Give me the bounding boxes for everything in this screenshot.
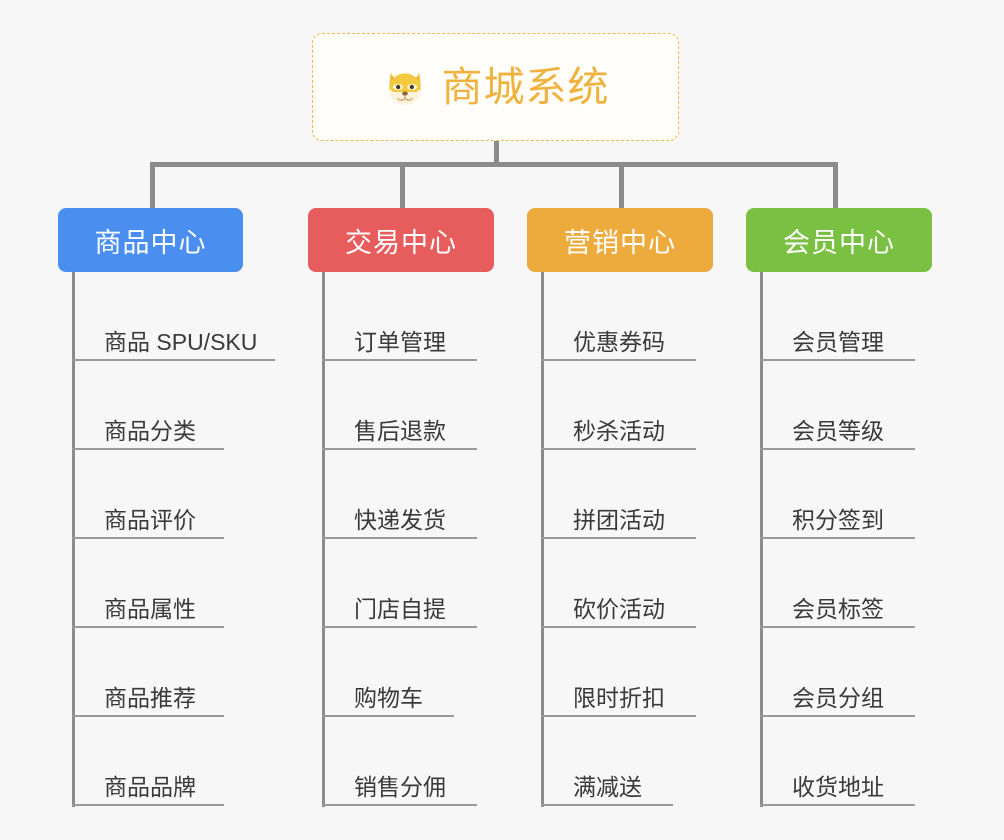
connector-drop-marketing-center — [619, 162, 624, 209]
leaf-item[interactable]: 会员标签 — [760, 539, 915, 628]
spine-trade-center — [322, 272, 325, 807]
category-box-marketing-center[interactable]: 营销中心 — [527, 208, 713, 272]
category-label: 交易中心 — [345, 227, 457, 258]
leaf-label: 限时折扣 — [573, 684, 665, 711]
root-node-shop-system[interactable]: 商城系统 — [312, 33, 679, 141]
leaf-item[interactable]: 商品推荐 — [72, 628, 224, 717]
leaf-label: 秒杀活动 — [573, 417, 665, 444]
leaf-label: 收货地址 — [792, 773, 884, 800]
category-box-trade-center[interactable]: 交易中心 — [308, 208, 494, 272]
leaf-label: 积分签到 — [792, 506, 884, 533]
leaf-label: 商品属性 — [104, 595, 196, 622]
leaf-label: 商品评价 — [104, 506, 196, 533]
leaf-list-product-center: 商品 SPU/SKU 商品分类 商品评价 商品属性 商品推荐 商品品牌 — [72, 272, 275, 806]
leaf-list-member-center: 会员管理 会员等级 积分签到 会员标签 会员分组 收货地址 — [760, 272, 915, 806]
leaf-item[interactable]: 秒杀活动 — [541, 361, 696, 450]
leaf-item[interactable]: 限时折扣 — [541, 628, 696, 717]
leaf-list-trade-center: 订单管理 售后退款 快递发货 门店自提 购物车 销售分佣 — [322, 272, 477, 806]
leaf-label: 商品品牌 — [104, 773, 196, 800]
leaf-item[interactable]: 拼团活动 — [541, 450, 696, 539]
branch-column-marketing-center: 营销中心 优惠券码 秒杀活动 拼团活动 砍价活动 限时折扣 满减送 — [527, 208, 713, 807]
category-box-product-center[interactable]: 商品中心 — [58, 208, 243, 272]
root-title: 商城系统 — [441, 63, 610, 110]
leaf-item[interactable]: 会员等级 — [760, 361, 915, 450]
shiba-dog-face-icon — [382, 64, 428, 110]
leaf-label: 会员分组 — [792, 684, 884, 711]
spine-member-center — [760, 272, 763, 807]
connector-horizontal-bus — [150, 162, 838, 167]
leaf-label: 满减送 — [573, 773, 642, 800]
connector-drop-product-center — [150, 162, 155, 209]
leaf-item[interactable]: 商品分类 — [72, 361, 224, 450]
category-label: 营销中心 — [564, 227, 676, 258]
leaf-label: 商品分类 — [104, 417, 196, 444]
branch-column-trade-center: 交易中心 订单管理 售后退款 快递发货 门店自提 购物车 销售分佣 — [308, 208, 494, 807]
leaf-label: 商品推荐 — [104, 684, 196, 711]
branch-column-product-center: 商品中心 商品 SPU/SKU 商品分类 商品评价 商品属性 商品推荐 商品品牌 — [58, 208, 275, 807]
leaf-item[interactable]: 购物车 — [322, 628, 454, 717]
leaf-label: 会员管理 — [792, 328, 884, 355]
leaf-label: 订单管理 — [354, 328, 446, 355]
leaf-item[interactable]: 商品品牌 — [72, 717, 224, 806]
branch-column-member-center: 会员中心 会员管理 会员等级 积分签到 会员标签 会员分组 收货地址 — [746, 208, 932, 807]
leaf-item[interactable]: 收货地址 — [760, 717, 915, 806]
spine-marketing-center — [541, 272, 544, 807]
leaf-label: 拼团活动 — [573, 506, 665, 533]
connector-root-trunk — [494, 141, 499, 165]
leaf-item[interactable]: 销售分佣 — [322, 717, 477, 806]
leaf-item[interactable]: 订单管理 — [322, 272, 477, 361]
leaf-item[interactable]: 售后退款 — [322, 361, 477, 450]
leaf-item[interactable]: 商品属性 — [72, 539, 224, 628]
leaf-item[interactable]: 会员管理 — [760, 272, 915, 361]
connector-drop-trade-center — [400, 162, 405, 209]
leaf-item[interactable]: 商品 SPU/SKU — [72, 272, 275, 361]
leaf-label: 会员等级 — [792, 417, 884, 444]
leaf-item[interactable]: 满减送 — [541, 717, 673, 806]
category-label: 会员中心 — [783, 227, 895, 258]
category-label: 商品中心 — [94, 227, 207, 258]
leaf-label: 砍价活动 — [573, 595, 665, 622]
leaf-item[interactable]: 会员分组 — [760, 628, 915, 717]
leaf-label: 商品 SPU/SKU — [104, 328, 258, 355]
leaf-item[interactable]: 门店自提 — [322, 539, 477, 628]
leaf-label: 优惠券码 — [573, 328, 665, 355]
leaf-label: 销售分佣 — [354, 773, 446, 800]
leaf-list-marketing-center: 优惠券码 秒杀活动 拼团活动 砍价活动 限时折扣 满减送 — [541, 272, 696, 806]
leaf-item[interactable]: 优惠券码 — [541, 272, 696, 361]
leaf-label: 售后退款 — [354, 417, 446, 444]
leaf-label: 门店自提 — [354, 595, 446, 622]
spine-product-center — [72, 272, 75, 807]
leaf-item[interactable]: 商品评价 — [72, 450, 224, 539]
leaf-label: 会员标签 — [792, 595, 884, 622]
leaf-label: 快递发货 — [354, 506, 446, 533]
leaf-item[interactable]: 积分签到 — [760, 450, 915, 539]
connector-drop-member-center — [833, 162, 838, 209]
leaf-item[interactable]: 快递发货 — [322, 450, 477, 539]
category-box-member-center[interactable]: 会员中心 — [746, 208, 932, 272]
leaf-label: 购物车 — [354, 684, 423, 711]
leaf-item[interactable]: 砍价活动 — [541, 539, 696, 628]
